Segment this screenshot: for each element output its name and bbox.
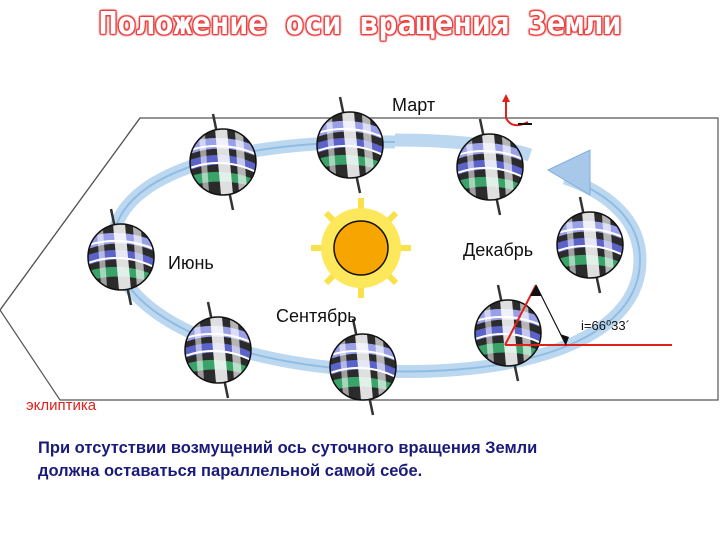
label-ecliptic: эклиптика [26,397,97,414]
axis-angle-lines [504,284,672,346]
caption-line: При отсутствии возмущений ось суточного … [38,439,538,457]
caption: При отсутствии возмущений ось суточного … [38,437,698,483]
page-title: Положение оси вращения Земли [98,6,622,42]
label-december: Декабрь [463,240,534,260]
rotation-arrow-icon [502,94,532,127]
caption-line: должна оставаться параллельной самой себ… [38,462,423,480]
label-september: Сентябрь [276,306,357,326]
label-june: Июнь [168,253,214,273]
sun-icon [311,198,411,298]
label-angle: i=66⁰33´ [581,318,630,333]
label-march: Март [392,95,436,115]
orbit-arrow-icon [546,149,591,196]
